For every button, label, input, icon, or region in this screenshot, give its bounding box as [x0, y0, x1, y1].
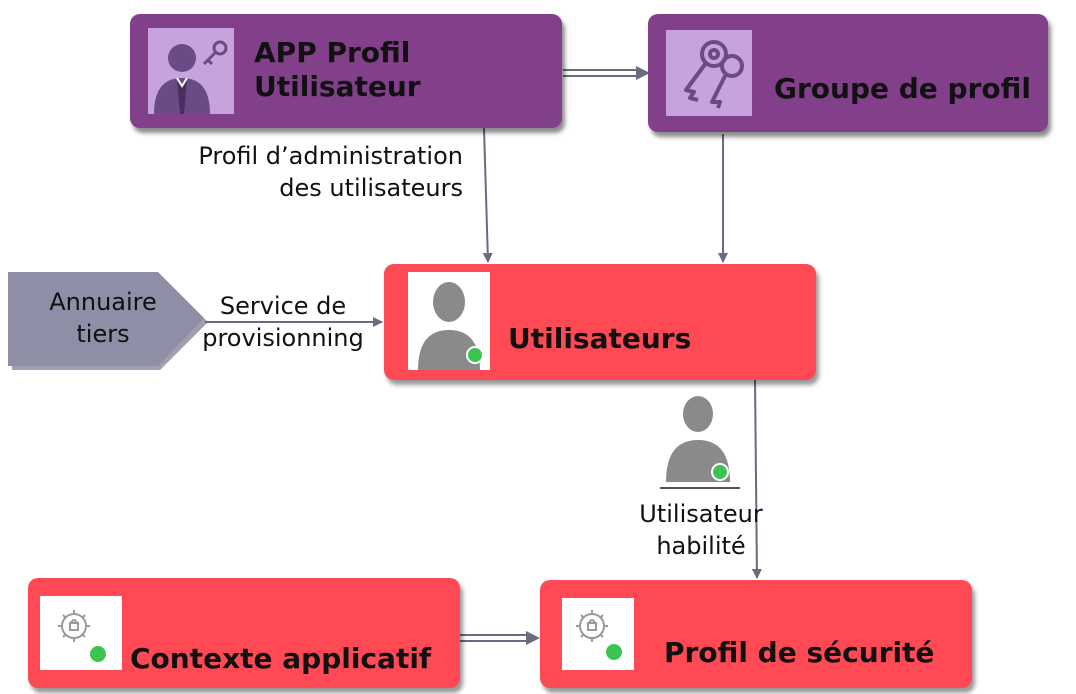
app-profil-label-line1: APP Profil [254, 36, 411, 69]
groupe-label: Groupe de profil [774, 72, 1031, 105]
node-contexte-applicatif[interactable]: Contexte applicatif [28, 578, 460, 688]
profil-admin-line1: Profil d’administration [198, 142, 463, 170]
annuaire-label-line2: tiers [76, 320, 130, 348]
app-profil-label-line2: Utilisateur [254, 69, 421, 103]
node-utilisateurs[interactable]: Utilisateurs [384, 264, 816, 380]
profil-securite-label: Profil de sécurité [664, 636, 935, 669]
node-profil-de-securite[interactable]: Profil de sécurité [540, 580, 972, 688]
edge-contexte-to-profil [453, 631, 540, 645]
user-key-icon [148, 28, 234, 114]
annuaire-label-line1: Annuaire [49, 288, 157, 316]
security-gear-icon [562, 598, 634, 670]
edge-utilisateurs-to-profil [751, 379, 762, 579]
edge-icon-utilisateur-habilite [660, 392, 740, 492]
utilisateur-habilite-line2: habilité [656, 532, 746, 560]
node-annuaire-tiers[interactable]: Annuaire tiers [8, 272, 218, 372]
keys-icon [666, 30, 752, 116]
utilisateurs-label: Utilisateurs [508, 322, 692, 355]
service-prov-line1: Service de [219, 292, 347, 320]
utilisateur-habilite-line1: Utilisateur [639, 500, 763, 528]
security-gear-icon [40, 596, 122, 670]
user-online-icon [408, 272, 490, 370]
service-prov-line2: provisionning [202, 324, 364, 352]
annuaire-shape [8, 272, 208, 370]
edge-label-profil-admin: Profil d’administration des utilisateurs [160, 140, 463, 204]
contexte-label: Contexte applicatif [130, 642, 432, 675]
edge-label-service-provisionning: Service de provisionning [188, 290, 378, 354]
node-app-profil-utilisateur[interactable]: APP Profil Utilisateur [130, 14, 562, 128]
edge-app-to-groupe [563, 66, 650, 80]
edge-app-to-utilisateurs [482, 127, 493, 263]
edge-label-utilisateur-habilite: Utilisateur habilité [616, 498, 786, 562]
profil-admin-line2: des utilisateurs [279, 174, 463, 202]
node-groupe-de-profil[interactable]: Groupe de profil [648, 14, 1048, 132]
